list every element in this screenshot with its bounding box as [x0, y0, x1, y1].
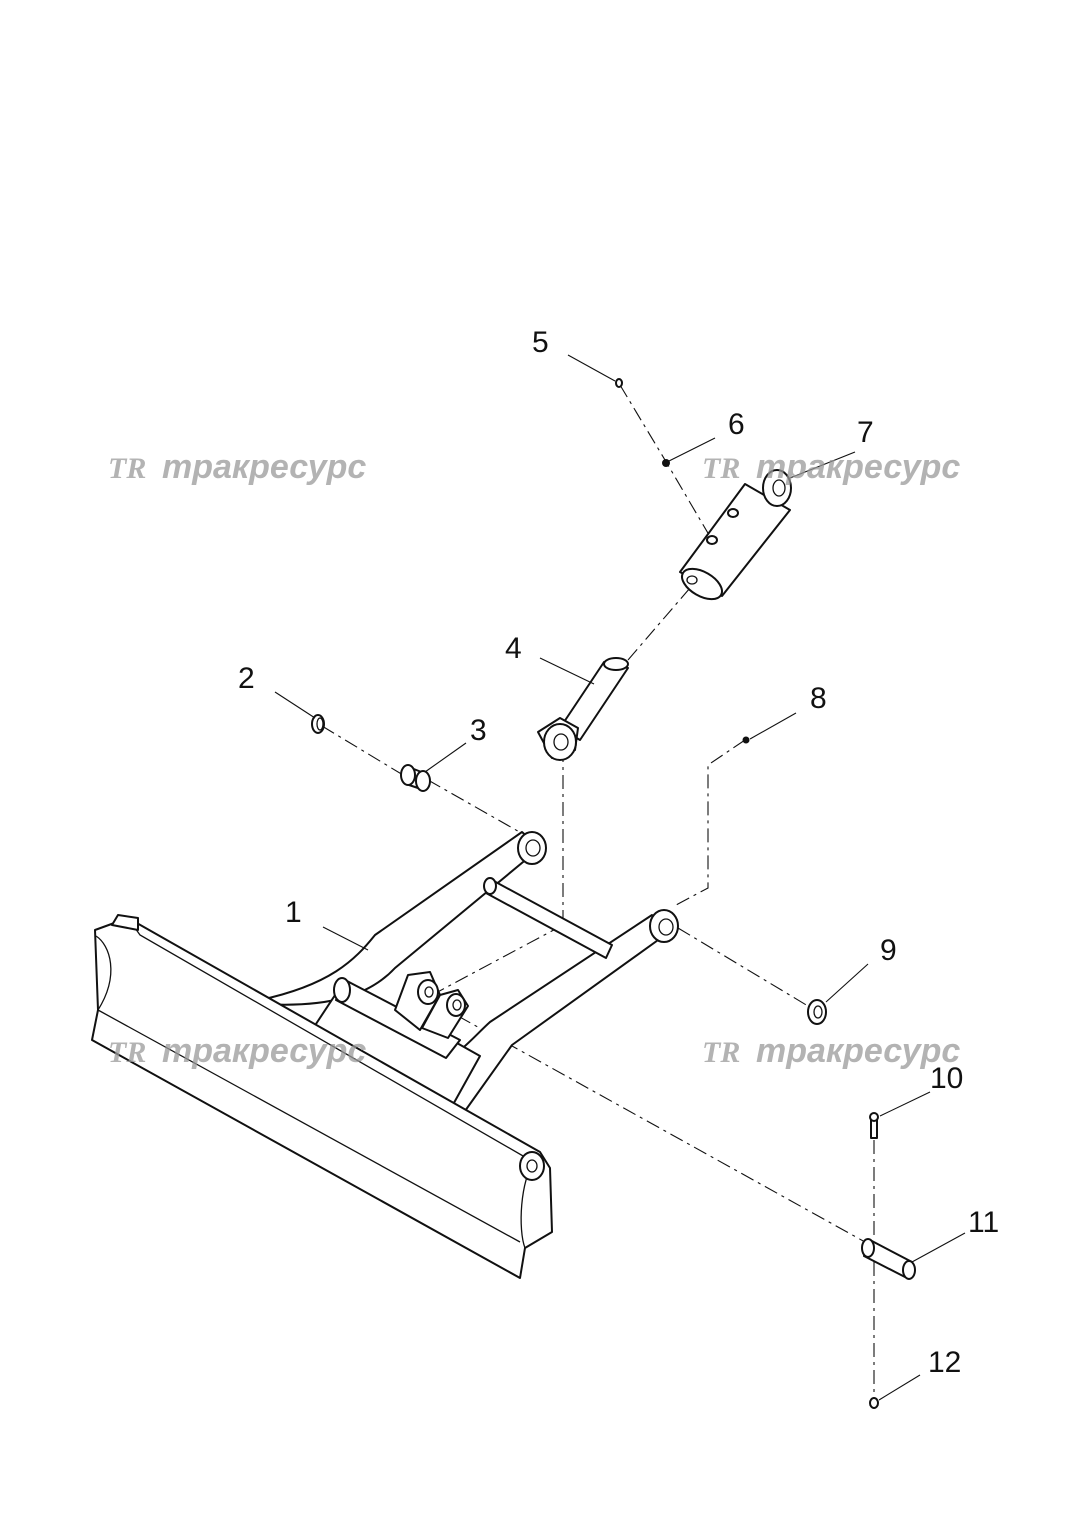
fitting-washer: [662, 459, 670, 467]
dozer-blade-assembly: [91, 831, 679, 1279]
callout-10: 10: [930, 1062, 963, 1095]
grease-fitting: [615, 378, 623, 388]
grease-fitting-2: [742, 736, 750, 744]
callout-4: 4: [505, 632, 522, 665]
svg-text:TR: TR: [702, 1036, 740, 1069]
callout-12: 12: [928, 1346, 961, 1379]
watermark: TR тракресурс: [702, 1032, 960, 1070]
callout-5: 5: [532, 326, 549, 359]
cylinder-rod: [537, 657, 629, 761]
callout-7: 7: [857, 416, 874, 449]
assembly-lines: [321, 384, 875, 1400]
snap-ring: [311, 714, 325, 734]
svg-text:тракресурс: тракресурс: [162, 448, 366, 486]
watermark: TR тракресурс: [702, 448, 960, 486]
callout-11: 11: [968, 1206, 999, 1239]
watermark: TR тракресурс: [108, 448, 366, 486]
svg-text:тракресурс: тракресурс: [756, 1032, 960, 1070]
svg-text:TR: TR: [108, 1036, 146, 1069]
lock-nut: [869, 1397, 879, 1409]
callout-2: 2: [238, 662, 255, 695]
svg-text:тракресурс: тракресурс: [162, 1032, 366, 1070]
callout-labels: 1 2 3 4 5 6 7 8 9 10 11 12: [238, 326, 999, 1379]
svg-text:TR: TR: [108, 452, 146, 485]
watermark: TR тракресурс: [108, 1032, 366, 1070]
callout-8: 8: [810, 682, 827, 715]
leader-lines: [274, 354, 966, 1401]
callout-3: 3: [470, 714, 487, 747]
flat-washer: [807, 999, 827, 1025]
hydraulic-cylinder-barrel: [679, 469, 792, 601]
callout-6: 6: [728, 408, 745, 441]
callout-9: 9: [880, 934, 897, 967]
svg-text:тракресурс: тракресурс: [756, 448, 960, 486]
pivot-pin: [861, 1238, 916, 1280]
svg-text:TR: TR: [702, 452, 740, 485]
bushing: [400, 764, 431, 792]
callout-1: 1: [285, 896, 302, 929]
cotter-pin: [869, 1112, 879, 1139]
